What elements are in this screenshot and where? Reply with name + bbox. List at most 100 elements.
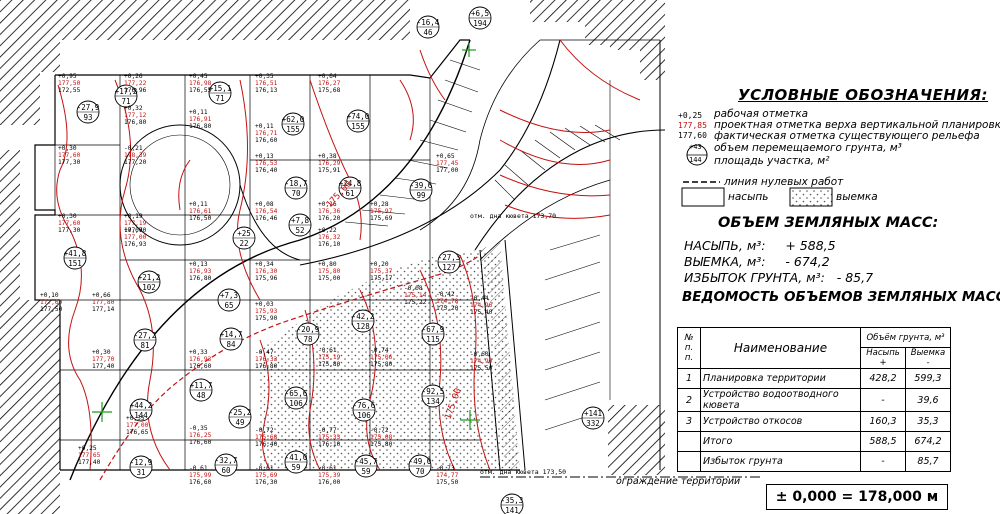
col-number-header: № п. п. — [677, 327, 701, 369]
work-mark: -0,77 — [318, 427, 337, 434]
circle-area: 71 — [121, 97, 130, 106]
volume-circle: -32,760 — [214, 453, 238, 477]
circle-volume: -76,6 — [353, 401, 376, 410]
existing-mark: 175,68 — [318, 87, 341, 94]
volume-circle: -27,993 — [76, 100, 100, 124]
existing-mark: 177,00 — [436, 167, 459, 174]
circle-area: 49 — [235, 418, 244, 427]
work-mark: -0,08 — [404, 285, 423, 292]
circle-area: 141 — [505, 506, 519, 514]
volume-circle: -16,446 — [416, 15, 440, 39]
legend-sample-work-mark: +0,25 — [678, 111, 703, 120]
volume-circle: -49,070 — [408, 454, 432, 478]
design-mark: 177,70 — [92, 356, 115, 363]
design-mark: 176,51 — [255, 80, 278, 87]
design-mark: 175,80 — [318, 268, 341, 275]
circle-area: 93 — [83, 113, 92, 122]
design-mark: 176,27 — [318, 80, 341, 87]
legend-row-area: площадь участка, м² — [714, 155, 830, 167]
volume-circle: -45,759 — [354, 454, 378, 478]
work-mark: +0,08 — [255, 201, 274, 208]
work-mark: +0,13 — [255, 153, 274, 160]
work-mark: +0,20 — [370, 261, 389, 268]
table-row: 3 Устройство откосов 160,3 35,3 — [677, 411, 951, 432]
design-mark: 175,93 — [255, 308, 278, 315]
legend-fill-label: насыпь — [728, 191, 769, 203]
design-mark: 176,54 — [255, 208, 278, 215]
design-mark: 176,98 — [189, 80, 212, 87]
circle-area: 52 — [295, 226, 304, 235]
design-mark: 175,39 — [318, 472, 341, 479]
design-mark: 176,93 — [189, 268, 212, 275]
circle-volume: -45,7 — [355, 457, 378, 466]
existing-mark: 176,60 — [189, 363, 212, 370]
design-mark: 175,99 — [189, 472, 212, 479]
work-mark: +0,30 — [58, 213, 77, 220]
circle-area: 70 — [291, 189, 301, 198]
volume-circle: -20,978 — [296, 322, 320, 346]
row-number — [677, 431, 701, 452]
circle-volume: -27,9 — [77, 103, 100, 112]
work-mark: +0,11 — [255, 123, 274, 130]
circle-volume: -20,9 — [297, 325, 320, 334]
work-mark: -0,72 — [255, 427, 274, 434]
existing-mark: 175,22 — [404, 299, 427, 306]
volume-circle: -12,931 — [129, 455, 153, 479]
work-mark: +0,16 — [318, 201, 337, 208]
row-number: 3 — [677, 411, 701, 432]
col-volume-header: Объём грунта, м³ — [860, 327, 951, 348]
work-mark: -0,60 — [470, 351, 489, 358]
existing-mark: 177,30 — [58, 159, 81, 166]
circle-volume: -67,9 — [422, 325, 445, 334]
row-fill: - — [860, 451, 906, 472]
existing-mark: 176,30 — [255, 479, 278, 486]
datum-box: ± 0,000 = 178,000 м — [766, 484, 948, 510]
circle-volume: +11,7 — [190, 381, 213, 390]
design-mark: 175,08 — [370, 434, 393, 441]
work-mark: +0,35 — [126, 415, 145, 422]
col-fill-header: Насыпь + — [860, 347, 906, 369]
circle-area: 31 — [136, 468, 145, 477]
work-mark: -0,21 — [124, 145, 143, 152]
building-hatch-top-right — [530, 0, 610, 45]
circle-area: 155 — [286, 125, 300, 134]
design-mark: 177,80 — [92, 299, 115, 306]
circle-area: 78 — [303, 335, 313, 344]
volume-circle: -39,699 — [409, 178, 433, 202]
existing-mark: 176,40 — [255, 167, 278, 174]
existing-mark: 176,10 — [318, 441, 341, 448]
existing-mark: 176,80 — [189, 123, 212, 130]
circle-area: 84 — [226, 340, 236, 349]
work-mark: +0,07 — [124, 227, 143, 234]
volumes-cut: ВЫЕМКА, м³: - 674,2 — [684, 254, 830, 269]
design-mark: 174,96 — [470, 302, 493, 309]
row-cut: 599,3 — [905, 368, 951, 389]
row-name: Устройство водоотводного кювета — [700, 388, 861, 412]
design-mark: 177,60 — [58, 152, 81, 159]
design-mark: 177,00 — [126, 422, 149, 429]
